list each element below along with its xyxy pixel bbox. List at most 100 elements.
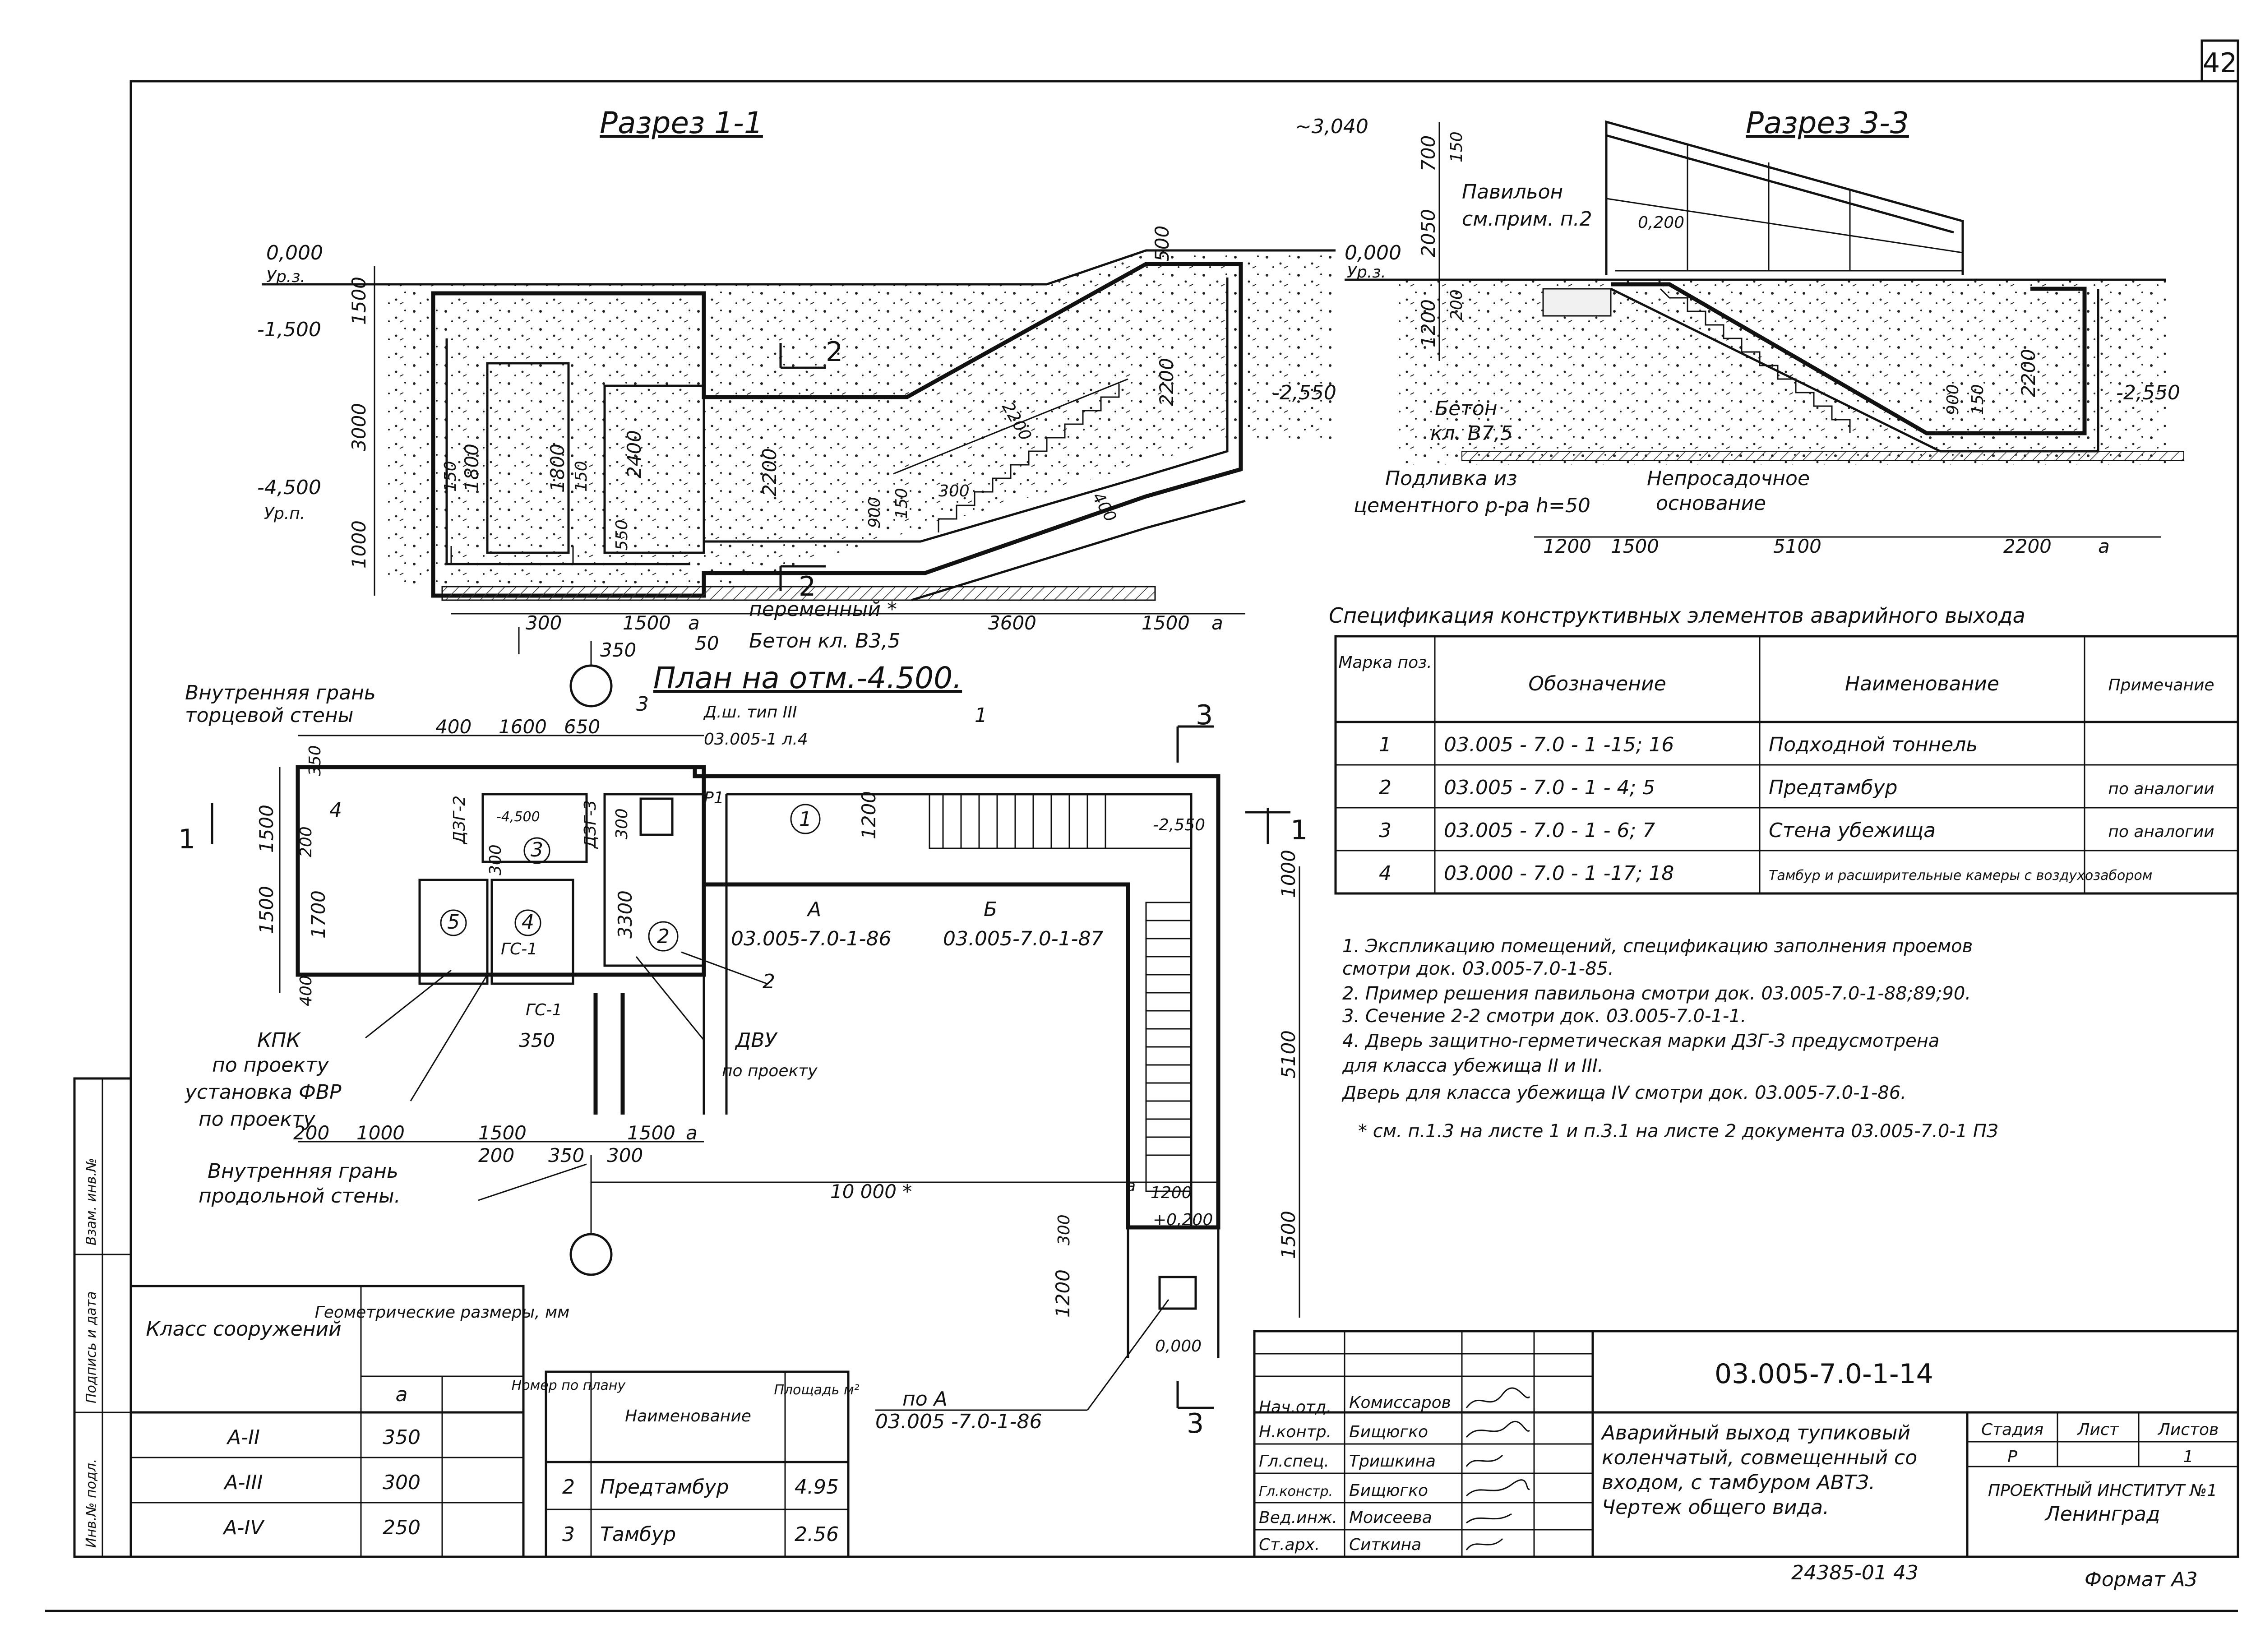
spec-row-mark: 4 xyxy=(1379,862,1392,885)
signature-role: Ст.арх. xyxy=(1259,1536,1320,1554)
sec33-grout-2: цементного р-ра h=50 xyxy=(1354,494,1590,517)
plan-dim-18: а xyxy=(686,1122,698,1144)
plan-dim-27: 300 xyxy=(1055,1214,1073,1245)
page-number-box xyxy=(2201,39,2239,83)
signature-name: Тришкина xyxy=(1349,1452,1436,1471)
section-1-1-title: Разрез 1-1 xyxy=(600,106,763,140)
spec-row-designation: 03.005 - 7.0 - 1 -15; 16 xyxy=(1444,733,1674,756)
signature-role: Вед.инж. xyxy=(1259,1509,1337,1527)
plan-label-3: 03.005-1 л.4 xyxy=(704,730,808,749)
sec33-base-2: основание xyxy=(1656,492,1766,515)
soil-fill xyxy=(388,250,1336,587)
plan-label-9: Р1 xyxy=(704,789,724,807)
spec-header-name: Наименование xyxy=(1845,672,1999,695)
sec11-ground: Ур.з. xyxy=(266,268,305,286)
plan-callout-2: 2 xyxy=(763,970,775,993)
spec-table: Спецификация конструктивных элементов ав… xyxy=(1329,603,2239,895)
plan-dim-9: 1200 xyxy=(858,791,880,839)
sec11-dim-v10: 150 xyxy=(572,461,591,492)
plan-callout-3-bottom: 3 xyxy=(1187,1408,1204,1439)
plan-callout-3: 3 xyxy=(636,693,649,716)
sec11-dim-v2: 1000 xyxy=(348,520,370,569)
spec-header-designation: Обозначение xyxy=(1528,672,1666,695)
plan-label-5: ДЗГ-3 xyxy=(581,800,600,849)
plan-label-17: ДВУ xyxy=(735,1029,778,1052)
sec11-dim-h4: 1500 xyxy=(1142,612,1190,634)
plan-dim-19: 200 xyxy=(478,1144,514,1166)
sec11-dim-v7: 2200 xyxy=(1156,358,1178,406)
room-mark-1: 1 xyxy=(799,808,812,831)
sec11-floor: Ур.п. xyxy=(264,504,305,523)
plan-label-20: продольной стены. xyxy=(199,1185,401,1208)
doc-code: 03.005-7.0-1-14 xyxy=(1715,1358,1933,1390)
class-name: А-III xyxy=(223,1471,263,1494)
plan-dim-29: а xyxy=(1126,1177,1136,1195)
sec11-dim-v12: 900 xyxy=(865,497,884,528)
plan-dim-4: 1500 xyxy=(255,805,277,853)
section-3-3-title: Разрез 3-3 xyxy=(1746,106,1909,140)
section-1-1: Разрез 1-1 0,000 Ур.з. -1,500 -4,500 Ур.… xyxy=(257,106,1336,708)
plan-dim-24: 1000 xyxy=(1277,850,1299,898)
plan-dim-2: 650 xyxy=(564,716,600,738)
plan-dim-8: 400 xyxy=(297,975,315,1006)
plan-callout-1-right: 1 xyxy=(1290,814,1308,846)
section-3-marker-bottom xyxy=(1176,1381,1214,1409)
plan-label-11: +0,200 xyxy=(1153,1211,1213,1229)
plan-label-4: ДЗГ-2 xyxy=(450,796,469,845)
sheet-header: Лист xyxy=(2076,1421,2119,1439)
sec11-dim-h5: а xyxy=(1211,612,1223,634)
plan-dim-25: 5100 xyxy=(1277,1030,1299,1078)
signature-role: Н.контр. xyxy=(1259,1423,1331,1441)
sec11-level-1500: -1,500 xyxy=(257,318,321,341)
sec11-variable: переменный * xyxy=(749,598,897,621)
room-number: 3 xyxy=(562,1523,575,1546)
note-line: 3. Сечение 2-2 смотри док. 03.005-7.0-1-… xyxy=(1342,1006,1746,1027)
sec33-dim-h1: 1500 xyxy=(1611,535,1659,557)
spec-row-designation: 03.005 - 7.0 - 1 - 4; 5 xyxy=(1444,776,1655,799)
sec11-dim-v0: 1500 xyxy=(348,277,370,325)
spec-row-designation: 03.005 - 7.0 - 1 - 6; 7 xyxy=(1444,819,1655,842)
plan-label-13: КПК xyxy=(257,1029,301,1052)
plan-label-24: 03.005-7.0-1-87 xyxy=(943,927,1104,950)
stamp-replace: Взам. инв.№ xyxy=(83,1158,99,1245)
room-mark-2: 2 xyxy=(657,925,670,948)
plan-label-8: ГС-1 xyxy=(526,1001,562,1019)
signature-mark xyxy=(1466,1513,1512,1524)
rooms-header-name: Наименование xyxy=(625,1407,751,1425)
sec11-dim-v8: 500 xyxy=(1151,226,1173,262)
sec11-dim-v15: 300 xyxy=(938,482,970,500)
signature-mark xyxy=(1465,1479,1530,1497)
sec11-dim-v6: 2200 xyxy=(758,448,781,496)
signature-role: Гл.спец. xyxy=(1259,1452,1329,1471)
plan-stairs-horizontal xyxy=(929,793,1192,849)
sec33-dim-h3: 2200 xyxy=(2003,535,2052,557)
grille-icon xyxy=(1158,1276,1197,1310)
sec11-dim-h1: 1500 xyxy=(623,612,671,634)
sec33-dim-v7: 150 xyxy=(1969,384,1987,415)
room-number: 2 xyxy=(562,1476,575,1499)
spec-row-mark: 2 xyxy=(1379,776,1392,799)
plan-label-1: торцевой стены xyxy=(185,704,353,727)
spec-row-name: Тамбур и расширительные камеры с воздухо… xyxy=(1769,868,2152,884)
sec11-dim-v5: 2400 xyxy=(623,430,645,478)
plan-label-18: по проекту xyxy=(722,1062,818,1080)
signature-name: Бищюгко xyxy=(1349,1423,1428,1441)
room-name: Предтамбур xyxy=(600,1476,729,1499)
plan: План на отм.-4.500. xyxy=(178,661,1308,1439)
class-name: А-IV xyxy=(222,1516,265,1539)
sec33-pavilion: Павильон xyxy=(1462,180,1563,204)
room-mark-5: 5 xyxy=(447,911,460,934)
plan-dim-20: 350 xyxy=(548,1144,584,1166)
room-area: 2.56 xyxy=(795,1523,839,1546)
class-name: А-II xyxy=(226,1426,260,1449)
sec11-level-2550: -2,550 xyxy=(1272,381,1336,404)
sheets-header: Листов xyxy=(2157,1421,2219,1439)
sec33-dim-h0: 1200 xyxy=(1543,535,1591,557)
sec11-dim-h2: а xyxy=(688,612,700,634)
signature-mark xyxy=(1465,1387,1530,1408)
plan-label-10: -2,550 xyxy=(1153,816,1205,834)
title-line: Аварийный выход тупиковый xyxy=(1600,1421,1910,1444)
sheets-value: 1 xyxy=(2183,1448,2194,1466)
spec-row-note: по аналогии xyxy=(2108,823,2214,841)
